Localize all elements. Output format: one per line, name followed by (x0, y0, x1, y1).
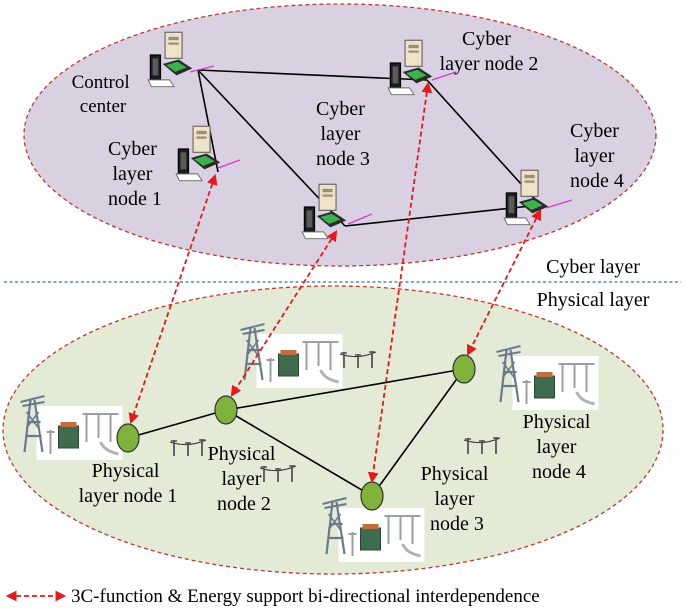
interdependence-arrows (128, 81, 541, 484)
cyber-link-cc-node2 (197, 69, 428, 81)
legend-text: 3C-function & Energy support bi-directio… (71, 586, 540, 607)
physical-node-3 (360, 481, 384, 511)
physical-node-3-label: Physical layer node 3 (421, 463, 494, 535)
physical-node-4-label: Physical layer node 4 (523, 411, 596, 483)
cyber-node-2-label: Cyber layer node 2 (440, 28, 539, 75)
physical-node-1 (116, 423, 140, 453)
cyber-node-3-label: Cyber layer node 3 (316, 98, 370, 170)
network-ports (189, 65, 573, 225)
cyber-link-cc-node1 (197, 69, 219, 173)
physical-node-4 (452, 354, 476, 384)
interdependence-arrow-2 (230, 230, 338, 397)
interdependence-arrow-3 (367, 81, 433, 484)
physical-layer-label: Physical layer (537, 289, 650, 311)
legend: 3C-function & Energy support bi-directio… (5, 586, 540, 607)
interdependence-arrow-4 (467, 209, 541, 356)
physical-node-1-label: Physical layer node 1 (79, 460, 178, 507)
cyber-node-1-label: Cyber layer node 1 (108, 138, 162, 210)
interdependence-arrow-1 (128, 173, 218, 425)
control-center-label: Control center (72, 72, 135, 117)
physical-node-2 (214, 395, 238, 425)
physical-node-2-label: Physical layer node 2 (208, 443, 281, 515)
cyber-node-4-label: Cyber layer node 4 (570, 120, 624, 192)
cyber-layer-label: Cyber layer (546, 256, 640, 278)
physical-link-2-3 (225, 409, 373, 497)
